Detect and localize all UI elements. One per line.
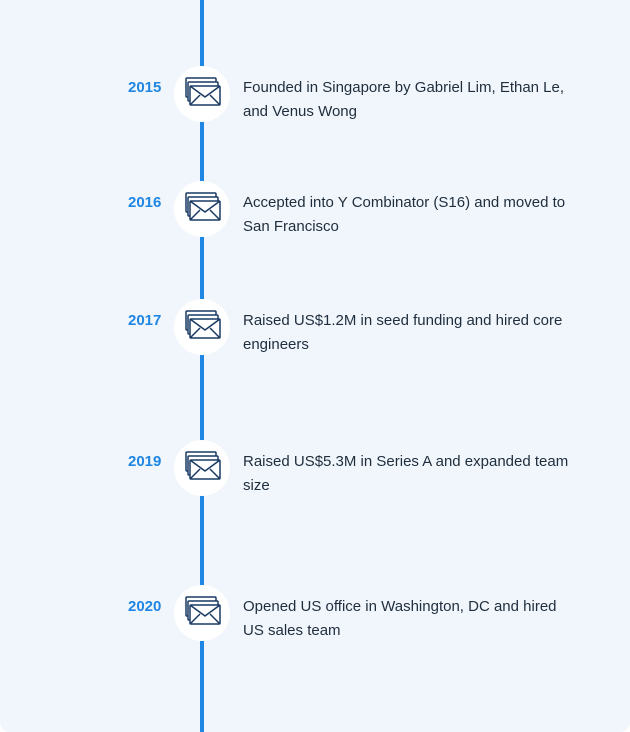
timeline-year: 2020: [128, 598, 162, 615]
envelopes-icon: [183, 450, 221, 487]
timeline-item: 2015 Founded in Singapore by Gabriel Lim…: [0, 66, 630, 126]
timeline-item: 2020 Opened US office in Washington, DC …: [0, 585, 630, 645]
timeline-node: [174, 585, 230, 641]
envelopes-icon: [183, 76, 221, 113]
timeline-line: [200, 0, 204, 732]
timeline-node: [174, 66, 230, 122]
timeline-item: 2016 Accepted into Y Combinator (S16) an…: [0, 181, 630, 241]
envelopes-icon: [183, 191, 221, 228]
timeline-year: 2017: [128, 312, 162, 329]
timeline-item: 2019 Raised US$5.3M in Series A and expa…: [0, 440, 630, 500]
timeline-text: Accepted into Y Combinator (S16) and mov…: [243, 194, 566, 235]
timeline-year: 2015: [128, 79, 162, 96]
envelopes-icon: [183, 309, 221, 346]
timeline-node: [174, 299, 230, 355]
timeline-node: [174, 440, 230, 496]
timeline-node: [174, 181, 230, 237]
timeline-text: Opened US office in Washington, DC and h…: [243, 598, 557, 639]
envelopes-icon: [183, 595, 221, 632]
timeline-year: 2019: [128, 453, 162, 470]
timeline-text: Raised US$1.2M in seed funding and hired…: [243, 312, 563, 353]
timeline-text: Raised US$5.3M in Series A and expanded …: [243, 453, 569, 494]
timeline-year: 2016: [128, 194, 162, 211]
timeline-text: Founded in Singapore by Gabriel Lim, Eth…: [243, 79, 565, 120]
timeline-item: 2017 Raised US$1.2M in seed funding and …: [0, 299, 630, 359]
